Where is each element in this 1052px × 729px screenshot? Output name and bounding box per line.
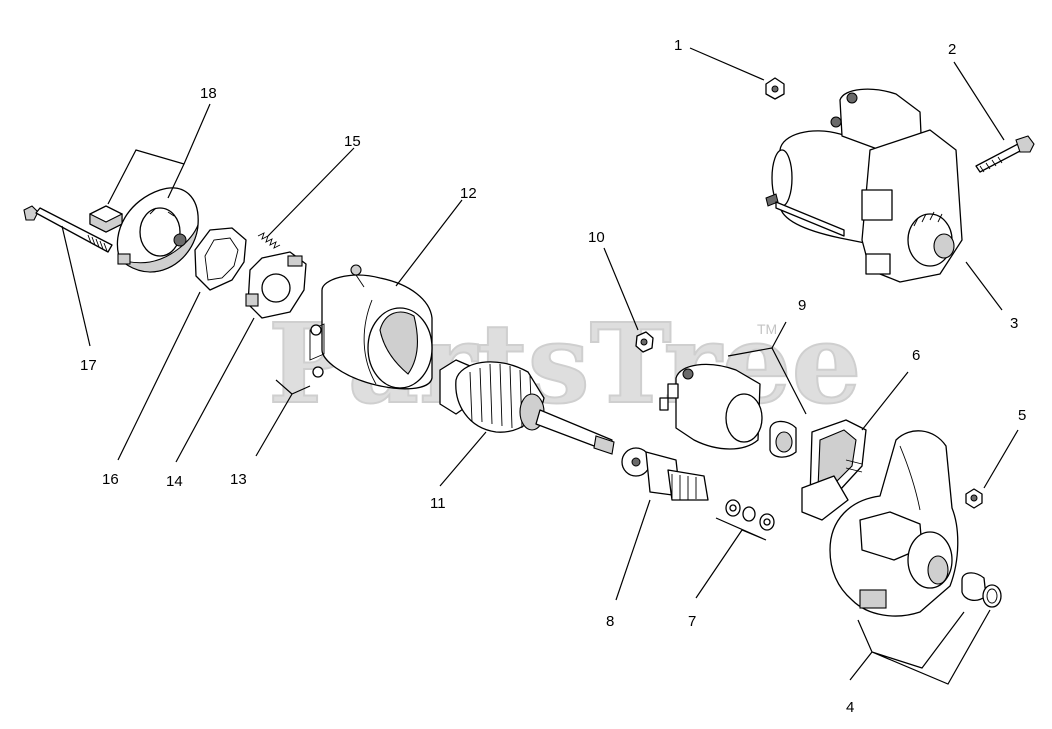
callout-13[interactable]: 13 <box>230 471 247 488</box>
callout-8[interactable]: 8 <box>606 613 614 630</box>
part-14-brush-holder[interactable] <box>245 251 307 319</box>
callout-12[interactable]: 12 <box>460 185 477 202</box>
callout-16[interactable]: 16 <box>102 471 119 488</box>
callout-9[interactable]: 9 <box>798 297 806 314</box>
part-6-contact-plate[interactable] <box>801 419 867 521</box>
part-11-armature[interactable] <box>439 359 615 455</box>
part-7-washer-set[interactable] <box>725 499 775 531</box>
callout-17[interactable]: 17 <box>80 357 97 374</box>
part-17-through-bolt[interactable] <box>23 205 113 253</box>
callout-11[interactable]: 11 <box>430 495 446 512</box>
callout-7[interactable]: 7 <box>688 613 696 630</box>
callout-6[interactable]: 6 <box>912 347 920 364</box>
leader-lines <box>61 47 1019 685</box>
part-4-drive-housing[interactable] <box>829 430 1002 617</box>
callout-1[interactable]: 1 <box>674 37 682 54</box>
part-5-nut[interactable] <box>965 488 983 509</box>
callout-14[interactable]: 14 <box>166 473 183 490</box>
part-9-solenoid[interactable] <box>659 363 797 458</box>
part-3-starter-assembly[interactable] <box>765 88 963 283</box>
part-2-bolt[interactable] <box>975 135 1035 173</box>
part-16-gasket[interactable] <box>194 227 247 291</box>
callout-2[interactable]: 2 <box>948 41 956 58</box>
callout-labels: 1 2 3 4 5 6 7 8 9 10 11 12 13 14 15 16 1… <box>80 37 1026 716</box>
part-10-nut[interactable] <box>635 331 654 353</box>
part-18-end-frame[interactable] <box>89 187 199 273</box>
part-1-nut[interactable] <box>765 77 785 100</box>
callout-18[interactable]: 18 <box>200 85 217 102</box>
part-15-spring[interactable] <box>257 232 281 249</box>
part-12-field-frame[interactable] <box>309 264 433 390</box>
callout-5[interactable]: 5 <box>1018 407 1026 424</box>
part-8-pinion-drive[interactable] <box>621 447 709 501</box>
callout-3[interactable]: 3 <box>1010 315 1018 332</box>
callout-15[interactable]: 15 <box>344 133 361 150</box>
watermark-trademark: TM <box>757 321 777 337</box>
callout-4[interactable]: 4 <box>846 699 854 716</box>
callout-10[interactable]: 10 <box>588 229 605 246</box>
